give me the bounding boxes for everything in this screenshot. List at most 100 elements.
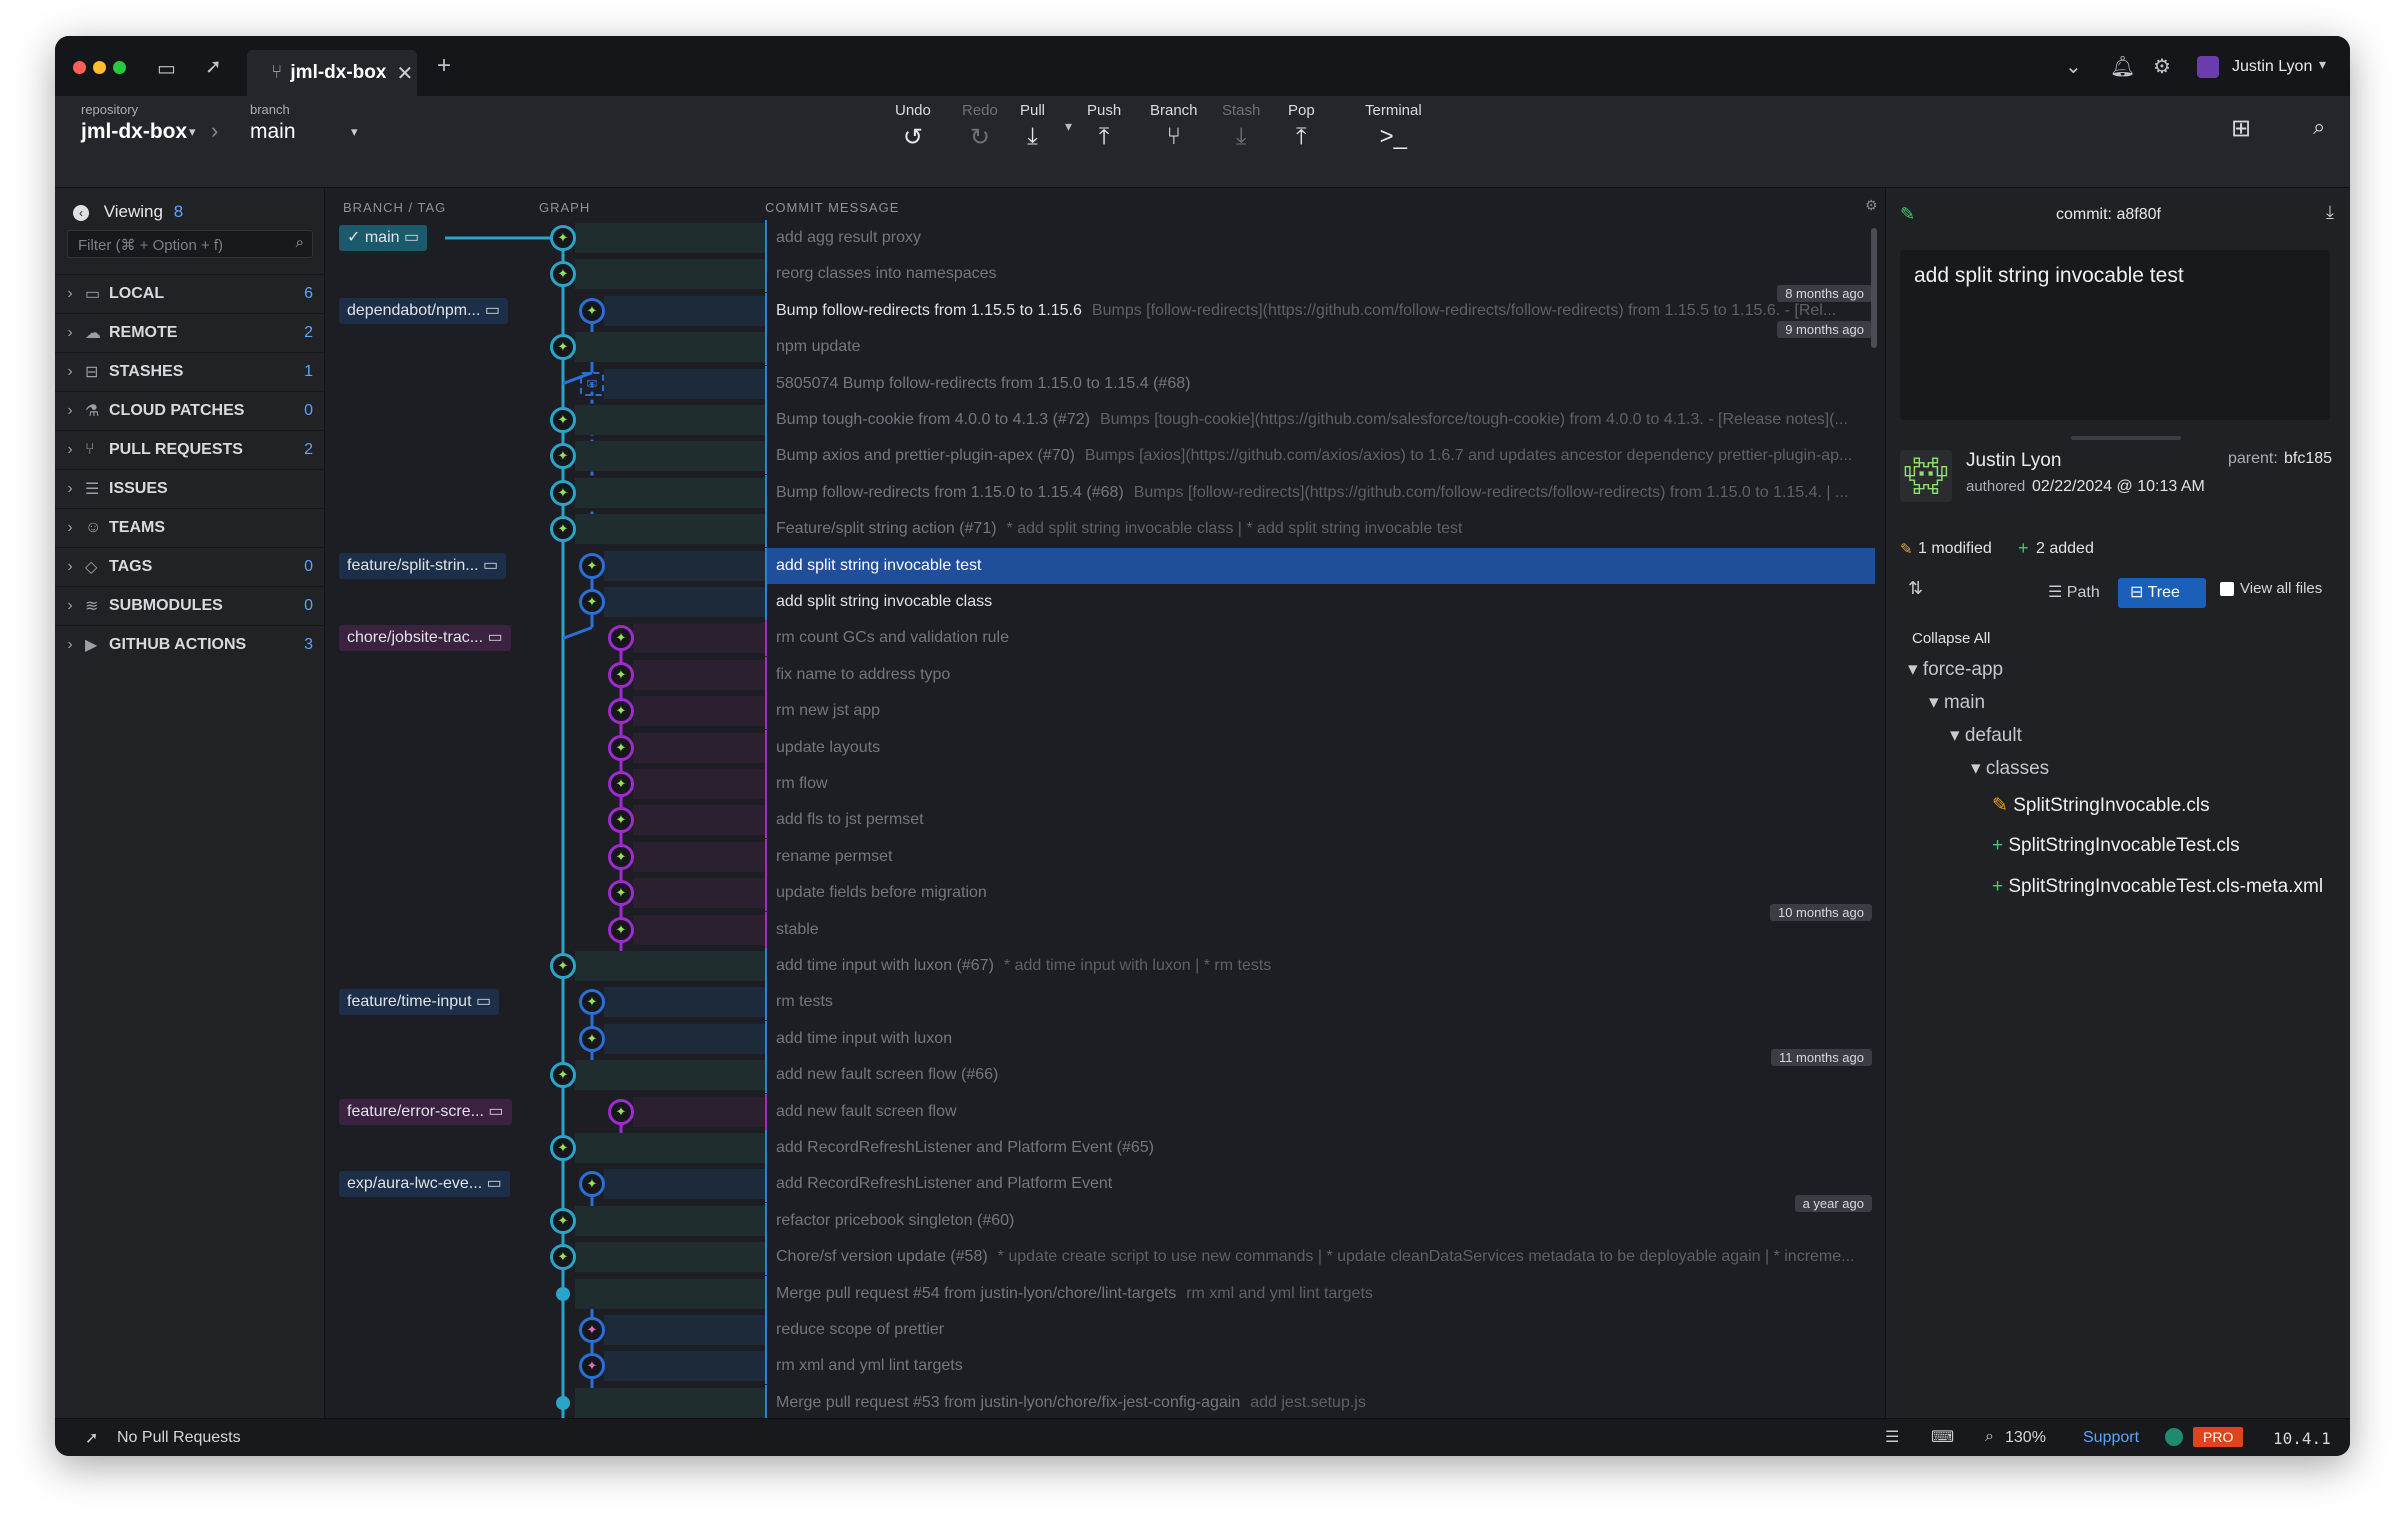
user-menu-caret-icon[interactable]: ▾ [2319,56,2327,72]
commit-message-cell[interactable]: reorg classes into namespaces [765,256,1875,293]
undo-button[interactable]: Undo↺ [895,102,931,152]
commit-message-cell[interactable]: Feature/split string action (#71)* add s… [765,511,1875,548]
commit-message-cell[interactable]: add agg result proxy [765,220,1875,256]
commit-node-avatar-icon[interactable]: ✦ [608,843,634,870]
table-row[interactable]: ✦ Bump follow-redirects from 1.15.0 to 1.… [325,474,1880,511]
tree-file[interactable]: + SplitStringInvocableTest.cls [1992,835,2240,857]
commit-node-avatar-icon[interactable]: ✦ [579,1171,605,1198]
commit-node-avatar-icon[interactable] [556,1286,570,1301]
commit-message-cell[interactable]: update layouts [765,729,1875,766]
table-row[interactable]: Merge pull request #53 from justin-lyon/… [325,1384,1880,1421]
commit-node-avatar-icon[interactable]: ✦ [579,989,605,1016]
commit-node-avatar-icon[interactable]: ✦ [608,880,634,907]
chevron-right-icon[interactable]: › [67,324,73,341]
pro-badge[interactable]: PRO [2193,1427,2244,1447]
commit-node-avatar-icon[interactable]: ✦ [608,1098,634,1125]
tree-folder[interactable]: ▾ main [1929,691,1985,714]
search-icon[interactable]: ⌕ [2313,114,2326,139]
commit-message-cell[interactable]: add time input with luxon [765,1020,1875,1057]
terminal-button[interactable]: Terminal>_ [1365,102,1422,151]
commit-message-cell[interactable]: add RecordRefreshListener and Platform E… [765,1130,1875,1166]
user-menu[interactable]: Justin Lyon [2232,58,2313,75]
commit-message-cell[interactable]: reduce scope of prettier [765,1312,1875,1348]
table-row[interactable]: chore/jobsite-trac... ▭✦rm count GCs and… [325,620,1880,657]
commit-message-cell[interactable]: Merge pull request #54 from justin-lyon/… [765,1275,1875,1312]
commit-node-avatar-icon[interactable]: ✦ [608,661,634,688]
table-row[interactable]: ✦ update layouts [325,729,1880,766]
table-row[interactable]: ✦update fields before migration [325,875,1880,912]
commit-node-avatar-icon[interactable]: ✦ [608,698,634,725]
commit-message-cell[interactable]: add split string invocable class [765,584,1875,620]
repo-caret-icon[interactable]: ▾ [189,124,196,139]
commit-message-cell[interactable]: 5805074 Bump follow-redirects from 1.15.… [765,365,1875,402]
commit-message-cell[interactable]: Bump follow-redirects from 1.15.0 to 1.1… [765,474,1875,511]
branch-tag[interactable]: dependabot/npm... ▭ [339,297,508,324]
repo-tab[interactable]: ⑂ jml-dx-box ✕ [247,50,417,96]
download-icon[interactable]: ⤓ [2326,202,2334,222]
chevron-right-icon[interactable]: › [67,363,73,380]
close-tab-icon[interactable]: ✕ [396,62,414,85]
avatar[interactable] [2197,56,2219,78]
commit-node-avatar-icon[interactable]: ✦ [550,479,576,506]
table-row[interactable]: ✦add fls to jst permset [325,802,1880,839]
support-link[interactable]: Support [2083,1429,2140,1446]
list-view-icon[interactable]: ☰ [1885,1429,1900,1446]
edit-commit-icon[interactable]: ✎ [1900,204,1916,224]
zoom-window-button[interactable] [113,61,126,74]
commit-node-avatar-icon[interactable]: ✦ [550,443,576,470]
commit-node-avatar-icon[interactable]: ✦ [579,552,605,579]
chevron-right-icon[interactable]: › [67,402,73,419]
column-header-graph[interactable]: GRAPH [539,200,591,215]
commit-node-avatar-icon[interactable]: ✦ [608,916,634,943]
collapse-sidebar-icon[interactable]: ‹ [73,205,89,221]
stash-button[interactable]: Stash⤓ [1222,102,1260,151]
chevron-down-icon[interactable]: ⌄ [2065,56,2082,78]
sort-icon[interactable]: ⇅ [1908,578,1924,598]
push-button[interactable]: Push⤒ [1087,102,1121,151]
commit-message-cell[interactable]: Chore/sf version update (#58)* update cr… [765,1239,1875,1276]
commit-message-cell[interactable]: fix name to address typo [765,656,1875,693]
commit-message-cell[interactable]: add new fault screen flow [765,1093,1875,1130]
table-row[interactable]: ✦Chore/sf version update (#58)* update c… [325,1239,1880,1276]
branch-tag[interactable]: feature/split-strin... ▭ [339,552,507,579]
branch-tag[interactable]: chore/jobsite-trac... ▭ [339,625,511,652]
chevron-right-icon[interactable]: › [67,480,73,497]
commit-message-cell[interactable]: rm tests [765,984,1875,1021]
tree-folder[interactable]: ▾ default [1950,724,2022,747]
commit-node-avatar-icon[interactable]: ✦ [608,734,634,761]
tree-folder[interactable]: ▾ classes [1971,757,2049,780]
chevron-right-icon[interactable]: › [67,285,73,302]
chevron-right-icon[interactable]: › [67,519,73,536]
commit-message-box[interactable]: add split string invocable test [1900,250,2330,420]
table-row[interactable]: ✦ rename permset [325,838,1880,875]
commit-message-cell[interactable]: add fls to jst permset [765,802,1875,839]
collapse-all-button[interactable]: Collapse All [1912,630,1991,647]
parent-sha[interactable]: bfc185 [2284,450,2333,467]
tree-folder[interactable]: ▾ force-app [1908,658,2003,681]
branch-selector[interactable]: main [250,120,296,143]
folder-icon[interactable]: ▭ [157,58,176,80]
commit-message-cell[interactable]: Bump tough-cookie from 4.0.0 to 4.1.3 (#… [765,402,1875,438]
close-window-button[interactable] [73,61,86,74]
commit-message-cell[interactable]: rename permset [765,838,1875,875]
sidebar-filter-input[interactable]: Filter (⌘ + Option + f) ⌕ [67,230,313,258]
commit-node-avatar-icon[interactable]: ✉ [580,371,604,396]
path-view-button[interactable]: ☰ Path [2036,578,2116,608]
commit-node-avatar-icon[interactable]: ✦ [579,1353,605,1380]
graph-settings-icon[interactable]: ⚙ [1865,197,1878,213]
branch-tag[interactable]: feature/error-scre... ▭ [339,1098,512,1125]
table-row[interactable]: ✦reorg classes into namespaces [325,256,1880,293]
commit-node-avatar-icon[interactable]: ✦ [550,225,576,251]
repo-selector[interactable]: jml-dx-box [81,120,188,143]
commit-node-avatar-icon[interactable]: ✦ [550,334,576,361]
sidebar-item-issues[interactable]: ›☰ISSUES [55,469,325,508]
commit-node-avatar-icon[interactable]: ✦ [608,625,634,652]
branch-tag[interactable]: exp/aura-lwc-eve... ▭ [339,1171,510,1198]
table-row[interactable]: ✦Bump tough-cookie from 4.0.0 to 4.1.3 (… [325,402,1880,438]
commit-node-avatar-icon[interactable]: ✦ [550,1135,576,1161]
table-row[interactable]: ✦add split string invocable class [325,584,1880,620]
